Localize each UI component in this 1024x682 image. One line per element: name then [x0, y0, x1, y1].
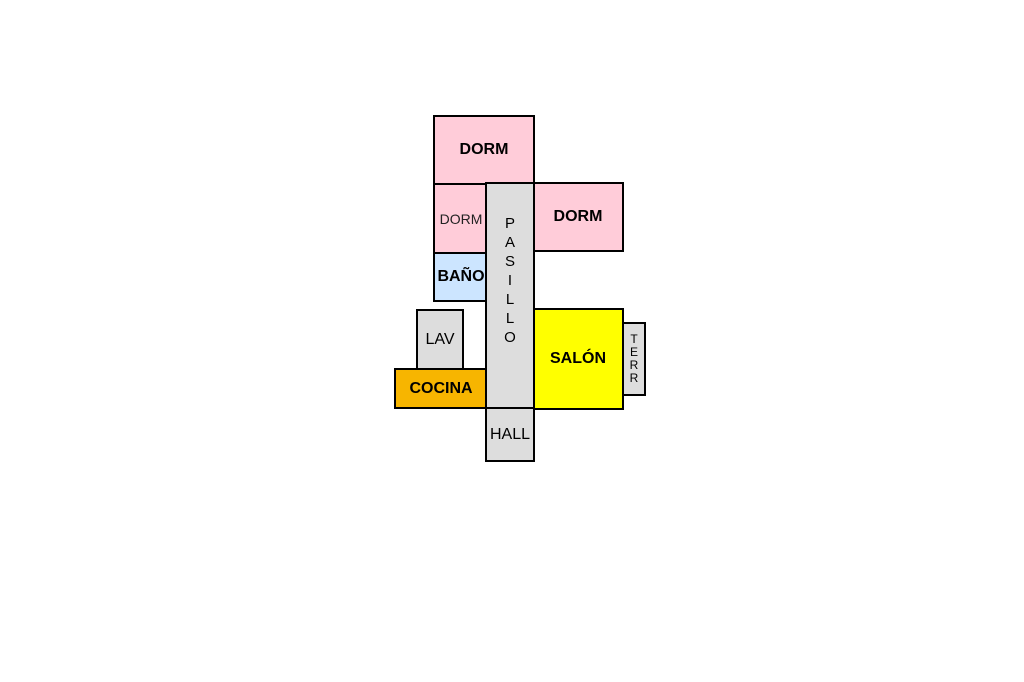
pasillo-letter: P	[504, 214, 515, 232]
terr-letter: R	[629, 371, 639, 385]
room-label-terr: T E R R	[630, 333, 639, 385]
pasillo-letter: O	[504, 328, 516, 346]
pasillo-letter: A	[504, 233, 515, 251]
room-pasillo: P A S I L L O	[485, 182, 535, 412]
room-cocina: COCINA	[394, 368, 488, 409]
room-label-lav: LAV	[425, 331, 455, 348]
room-lav: LAV	[416, 309, 464, 371]
room-label-dorm-left: DORM	[439, 210, 483, 227]
pasillo-letter: S	[504, 252, 515, 270]
room-label-bano: BAÑO	[437, 268, 485, 285]
terr-letter: R	[629, 358, 639, 372]
terr-letter: E	[629, 345, 638, 359]
pasillo-letter: I	[507, 271, 513, 289]
room-label-dorm-right: DORM	[553, 208, 603, 225]
room-label-pasillo: P A S I L L O	[504, 214, 516, 347]
room-dorm-top: DORM	[433, 115, 535, 185]
room-label-salon: SALÓN	[550, 350, 606, 367]
room-dorm-right: DORM	[532, 182, 624, 252]
pasillo-letter: L	[505, 290, 515, 308]
room-label-hall: HALL	[489, 425, 531, 443]
room-terr: T E R R	[622, 322, 646, 396]
pasillo-letter: L	[505, 309, 515, 327]
terr-letter: T	[630, 332, 638, 346]
room-hall: HALL	[485, 407, 535, 462]
room-salon: SALÓN	[532, 308, 624, 410]
room-bano: BAÑO	[433, 252, 489, 302]
room-label-dorm-top: DORM	[459, 141, 509, 158]
room-label-cocina: COCINA	[409, 379, 473, 397]
room-dorm-left: DORM	[433, 183, 489, 254]
